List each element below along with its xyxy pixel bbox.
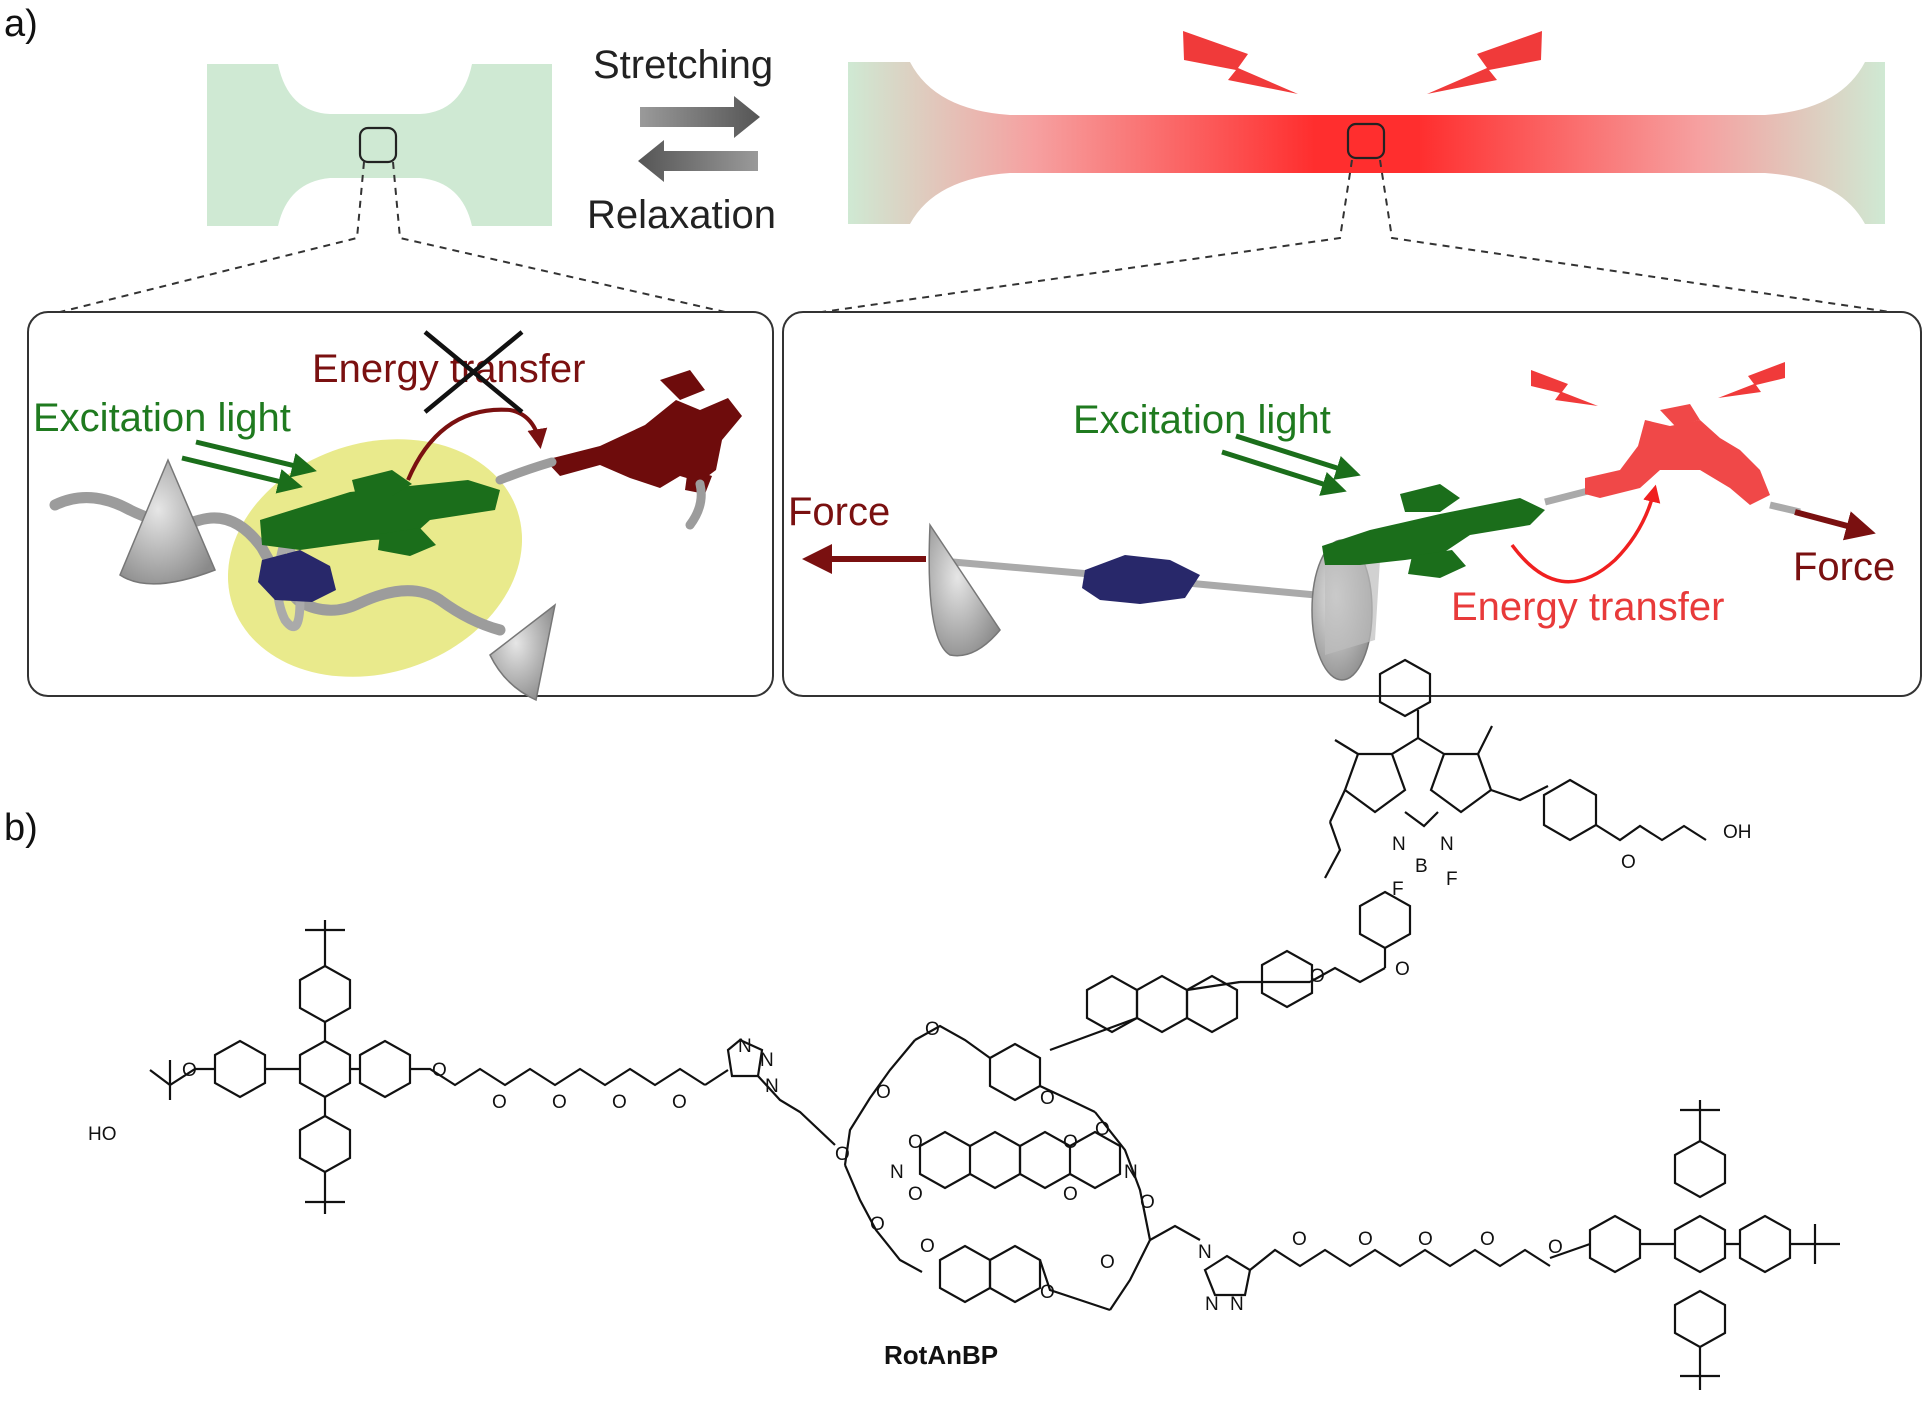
right-excitation-label: Excitation light bbox=[1073, 398, 1331, 442]
atom-label: O bbox=[876, 1082, 891, 1103]
atom-label: O bbox=[1358, 1229, 1373, 1250]
naphthalene-diimide bbox=[918, 1130, 1122, 1190]
rotanbp-structure: N N B F F O OH O O bbox=[88, 658, 1840, 1390]
emission-bolt-icon bbox=[1718, 362, 1785, 398]
atom-label: O bbox=[432, 1060, 447, 1081]
atom-label: B bbox=[1415, 856, 1428, 877]
atom-label: N bbox=[890, 1162, 904, 1183]
atom-label: O bbox=[182, 1060, 197, 1081]
atom-label: O bbox=[870, 1214, 885, 1235]
atom-label: O bbox=[1063, 1132, 1078, 1153]
stopper-cone-icon bbox=[119, 458, 216, 585]
atom-label: N bbox=[760, 1050, 774, 1071]
atom-label: F bbox=[1446, 869, 1458, 890]
relax-arrow-icon bbox=[638, 140, 758, 182]
atom-label: N bbox=[1124, 1162, 1138, 1183]
crown-macrocycle bbox=[843, 1024, 1152, 1312]
quencher-unit bbox=[1082, 555, 1200, 604]
excitation-arrow-icon bbox=[1221, 449, 1347, 496]
acceptor-unit bbox=[1585, 404, 1770, 505]
atom-label: N bbox=[765, 1076, 779, 1097]
stretch-arrow-icon bbox=[640, 96, 760, 138]
atom-label: O bbox=[1140, 1192, 1155, 1213]
right-energy-transfer-label: Energy transfer bbox=[1451, 585, 1724, 629]
atom-label: N bbox=[1230, 1294, 1244, 1315]
atom-label: N bbox=[738, 1036, 752, 1057]
atom-label: O bbox=[1395, 959, 1410, 980]
stopper-cone-icon bbox=[928, 522, 1001, 657]
atom-label: O bbox=[672, 1092, 687, 1113]
anthracene bbox=[1049, 949, 1314, 1052]
emission-bolt-icon bbox=[1183, 31, 1298, 94]
bodipy-core bbox=[1324, 658, 1549, 879]
atom-label: N bbox=[1440, 834, 1454, 855]
stretched-film bbox=[848, 31, 1885, 224]
quencher-unit bbox=[258, 550, 336, 602]
atom-label: N bbox=[1205, 1294, 1219, 1315]
stretched-state-box: Force Force Excitation light bbox=[782, 311, 1922, 697]
atom-label: O bbox=[1100, 1252, 1115, 1273]
stopper-cone-icon bbox=[489, 603, 557, 702]
excitation-arrow-icon bbox=[195, 439, 317, 478]
left-stopper bbox=[149, 920, 706, 1214]
compound-name: RotAnBP bbox=[884, 1340, 998, 1370]
atom-label: O bbox=[492, 1092, 507, 1113]
energy-transfer-arrow-icon bbox=[1510, 484, 1661, 584]
atom-label: O bbox=[835, 1144, 850, 1165]
atom-label: O bbox=[908, 1184, 923, 1205]
atom-label: O bbox=[1040, 1088, 1055, 1109]
right-side-chain bbox=[1149, 1100, 1840, 1390]
atom-label: O bbox=[925, 1019, 940, 1040]
emission-bolt-icon bbox=[1531, 370, 1598, 406]
unstretched-film bbox=[207, 64, 552, 226]
atom-label: N bbox=[1392, 834, 1406, 855]
force-left-label: Force bbox=[788, 490, 890, 534]
excitation-arrow-icon bbox=[1235, 433, 1361, 480]
stretching-label: Stretching bbox=[593, 43, 773, 87]
atom-label: O bbox=[552, 1092, 567, 1113]
atom-label: O bbox=[920, 1236, 935, 1257]
atom-label: O bbox=[1621, 852, 1636, 873]
atom-label: O bbox=[1310, 966, 1325, 987]
atom-label: N bbox=[1198, 1242, 1212, 1263]
excitation-arrow-icon bbox=[181, 455, 303, 494]
atom-label: O bbox=[1040, 1282, 1055, 1303]
atom-label: O bbox=[612, 1092, 627, 1113]
atom-label: O bbox=[1480, 1229, 1495, 1250]
donor-unit bbox=[1322, 484, 1545, 578]
blocked-cross-icon bbox=[423, 330, 524, 414]
atom-label: OH bbox=[1723, 822, 1752, 843]
zoom-region-marker bbox=[358, 126, 398, 164]
zoom-region-marker-stretched bbox=[1346, 122, 1386, 160]
panel-a-label: a) bbox=[4, 3, 38, 45]
acceptor-unit bbox=[545, 370, 742, 494]
panel-b-label: b) bbox=[4, 807, 38, 849]
atom-label: F bbox=[1392, 879, 1404, 900]
left-excitation-label: Excitation light bbox=[33, 396, 291, 440]
atom-label: O bbox=[1418, 1229, 1433, 1250]
donor-unit bbox=[260, 470, 500, 556]
atom-label: HO bbox=[88, 1124, 117, 1145]
zoom-lines bbox=[59, 159, 1891, 313]
force-right-arrow-icon bbox=[1794, 509, 1876, 541]
blocked-transfer-arrow-icon bbox=[406, 407, 548, 481]
relaxation-label: Relaxation bbox=[587, 193, 776, 237]
atom-label: O bbox=[1063, 1184, 1078, 1205]
atom-label: O bbox=[1292, 1229, 1307, 1250]
atom-label: O bbox=[1548, 1237, 1563, 1258]
relaxed-state-box: Energy transfer Excitation light bbox=[27, 311, 774, 702]
left-triazole bbox=[704, 1038, 836, 1146]
force-right-label: Force bbox=[1793, 545, 1895, 589]
emission-bolt-icon bbox=[1427, 31, 1542, 94]
atom-label: O bbox=[908, 1132, 923, 1153]
